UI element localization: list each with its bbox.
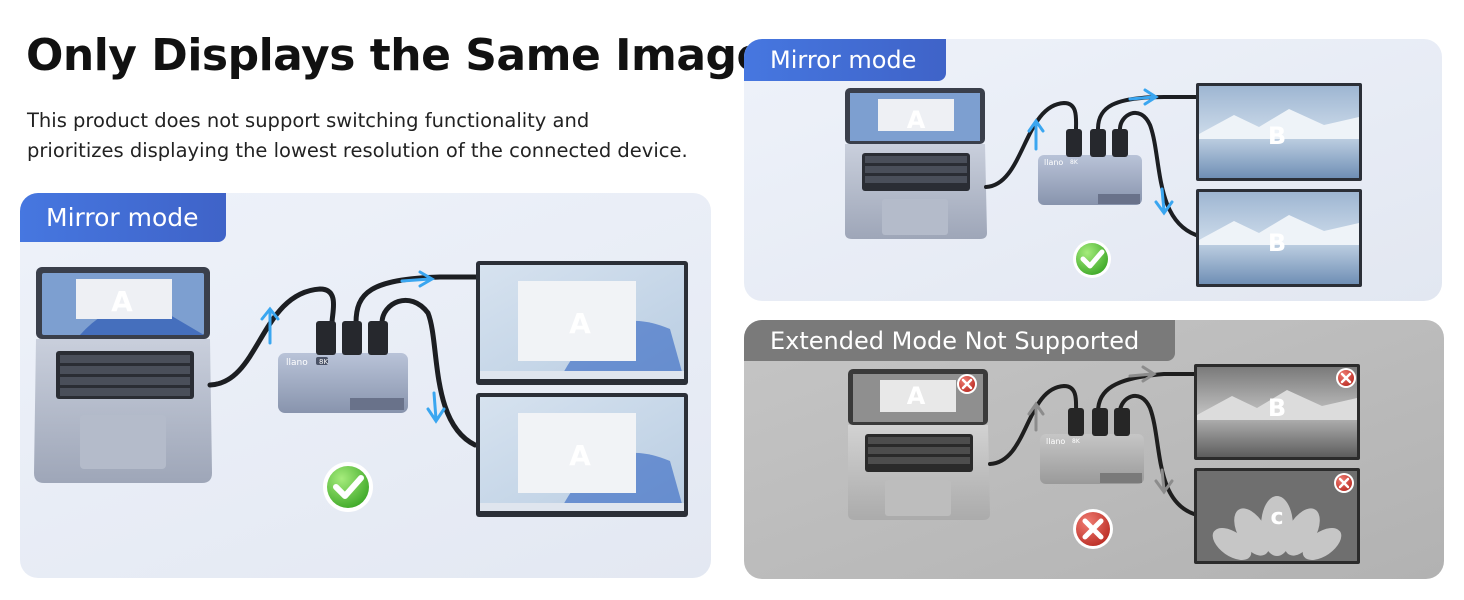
- hdmi-cables: [984, 95, 1198, 237]
- hdmi-cables: [988, 372, 1196, 516]
- hdmi-cables: [207, 274, 479, 448]
- page-description: This product does not support switching …: [27, 106, 707, 166]
- page-title: Only Displays the Same Image: [26, 30, 766, 81]
- display-bottom: [1196, 189, 1362, 287]
- laptop-label: A: [907, 106, 926, 134]
- mirror-mode-tag: Mirror mode: [20, 193, 226, 242]
- display-top: [1196, 83, 1362, 181]
- display-top-label: B: [1268, 122, 1286, 150]
- display-top-cross-icon: [1336, 368, 1356, 388]
- display-bottom: [1194, 468, 1360, 564]
- description-line-1: This product does not support switching …: [27, 109, 590, 132]
- hub: [278, 321, 408, 413]
- display-bottom-label: c: [1270, 505, 1283, 530]
- display-bottom-label: B: [1268, 229, 1286, 257]
- hub-badge: 8K: [1072, 438, 1081, 445]
- laptop: [34, 267, 212, 483]
- hub-brand: llano: [286, 358, 308, 368]
- display-top: [476, 261, 688, 385]
- extended-mode-tag: Extended Mode Not Supported: [744, 320, 1175, 361]
- extended-mode-illustration: A llano 8K B: [848, 364, 1360, 564]
- display-bottom-cross-icon: [1334, 473, 1354, 493]
- check-icon: [1073, 240, 1111, 278]
- hub-badge: 8K: [319, 358, 328, 366]
- hub-badge: 8K: [1070, 159, 1079, 166]
- signal-arrows: [260, 270, 446, 424]
- laptop-cross-icon: [957, 374, 977, 394]
- laptop-label: A: [111, 285, 133, 318]
- lotus-flower: [1212, 496, 1342, 560]
- mirror-mode-illustration: A llano 8K A: [34, 261, 688, 517]
- display-bottom: [476, 393, 688, 517]
- laptop-label: A: [907, 382, 926, 410]
- display-top-label: A: [569, 307, 591, 340]
- description-line-2: prioritizes displaying the lowest resolu…: [27, 139, 688, 162]
- mirror-mode-tag-small: Mirror mode: [744, 39, 946, 81]
- mirror-mode-panel-small: A llano 8K B B: [744, 39, 1442, 301]
- display-top-label: B: [1268, 394, 1286, 422]
- hub: [1038, 129, 1142, 205]
- display-bottom-label: A: [569, 439, 591, 472]
- extended-mode-panel: A llano 8K B: [744, 320, 1444, 579]
- signal-arrows: [1027, 365, 1174, 495]
- laptop: [848, 369, 990, 520]
- laptop: [845, 88, 987, 239]
- hub-brand: llano: [1044, 158, 1063, 167]
- mirror-mode-small-illustration: A llano 8K B B: [845, 83, 1362, 287]
- cross-icon: [1073, 509, 1113, 549]
- signal-arrows: [1027, 88, 1174, 216]
- check-icon: [323, 462, 373, 512]
- hub: [1040, 408, 1144, 484]
- hub-brand: llano: [1046, 437, 1065, 446]
- display-top: [1194, 364, 1360, 460]
- mirror-mode-panel-large: A llano 8K A: [20, 193, 711, 578]
